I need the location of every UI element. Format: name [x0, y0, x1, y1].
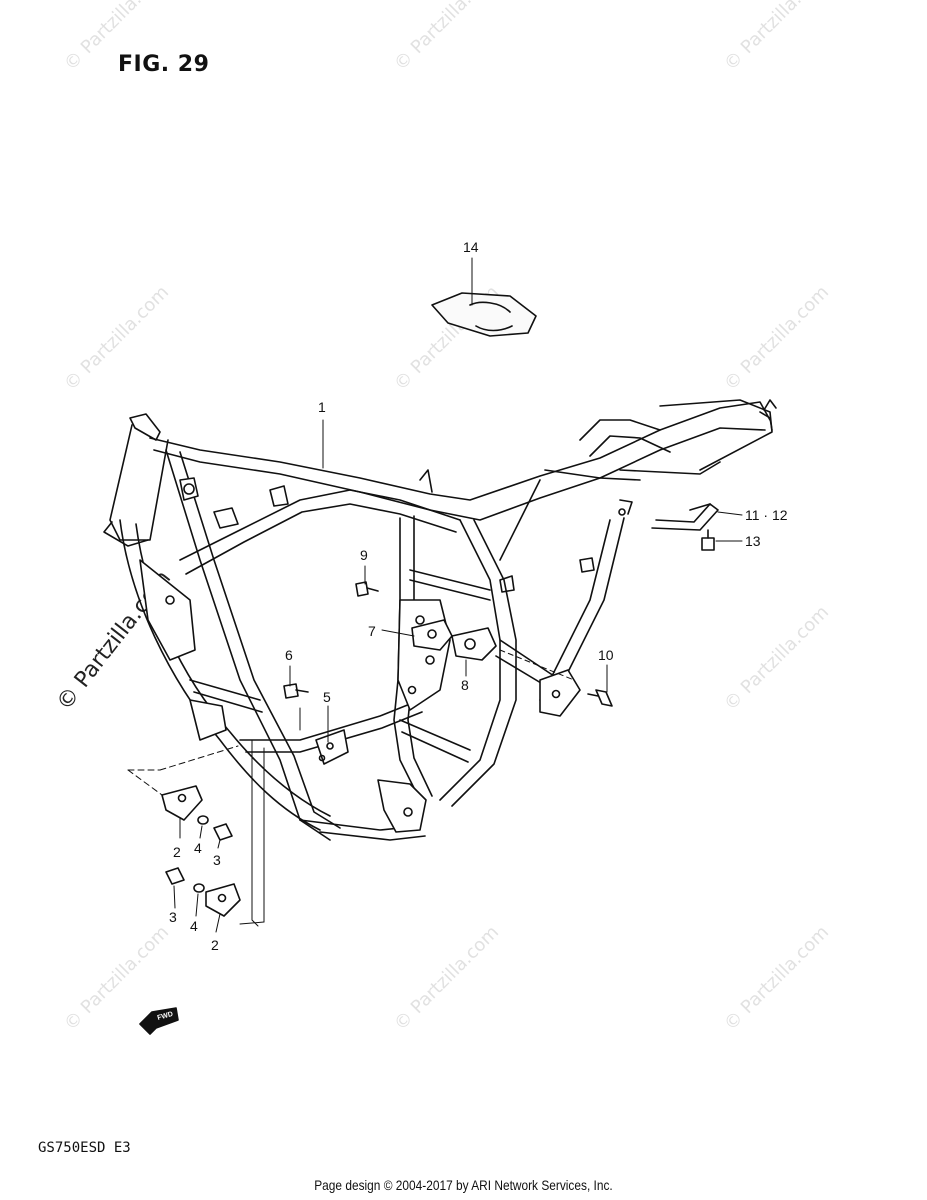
model-code: GS750ESD E3 — [38, 1140, 131, 1156]
part-9-bolt — [355, 581, 379, 597]
callout-5: 5 — [323, 689, 331, 705]
part-1-frame — [103, 399, 777, 841]
callout-2-lower: 2 — [211, 937, 219, 953]
footer-copyright: Page design © 2004-2017 by ARI Network S… — [314, 1177, 613, 1193]
part-13-bolt — [701, 529, 715, 551]
part-3-bolt-upper — [213, 823, 233, 841]
callout-14: 14 — [463, 239, 479, 255]
part-5-bracket — [315, 729, 349, 765]
callout-7: 7 — [368, 623, 376, 639]
callout-10: 10 — [598, 647, 614, 663]
callout-8: 8 — [461, 677, 469, 693]
part-7-plate — [411, 619, 453, 651]
callout-2-upper: 2 — [173, 844, 181, 860]
part-11-12-strap — [651, 503, 719, 531]
part-10-bolt — [587, 689, 613, 707]
part-2-mount-plate-lower — [205, 883, 241, 917]
fwd-arrow-icon — [139, 1007, 179, 1035]
part-3-bolt-lower — [165, 867, 185, 885]
part-4-washer-upper — [197, 815, 209, 825]
part-4-washer-lower — [193, 883, 205, 893]
callout-3-lower: 3 — [169, 909, 177, 925]
callout-9: 9 — [360, 547, 368, 563]
callout-1: 1 — [318, 399, 326, 415]
figure-title: FIG. 29 — [118, 52, 210, 77]
callout-13: 13 — [745, 533, 761, 549]
leader-lines — [127, 257, 743, 933]
part-6-bolt — [283, 683, 309, 699]
callout-4-upper: 4 — [194, 840, 202, 856]
part-14-pad — [431, 292, 537, 337]
part-8-plate — [451, 627, 497, 661]
callout-11-12: 11 · 12 — [745, 507, 788, 523]
fwd-label: FWD — [157, 1011, 174, 1022]
part-2-mount-plate-upper — [161, 785, 203, 821]
callout-4-lower: 4 — [190, 918, 198, 934]
callout-6: 6 — [285, 647, 293, 663]
callout-3-upper: 3 — [213, 852, 221, 868]
